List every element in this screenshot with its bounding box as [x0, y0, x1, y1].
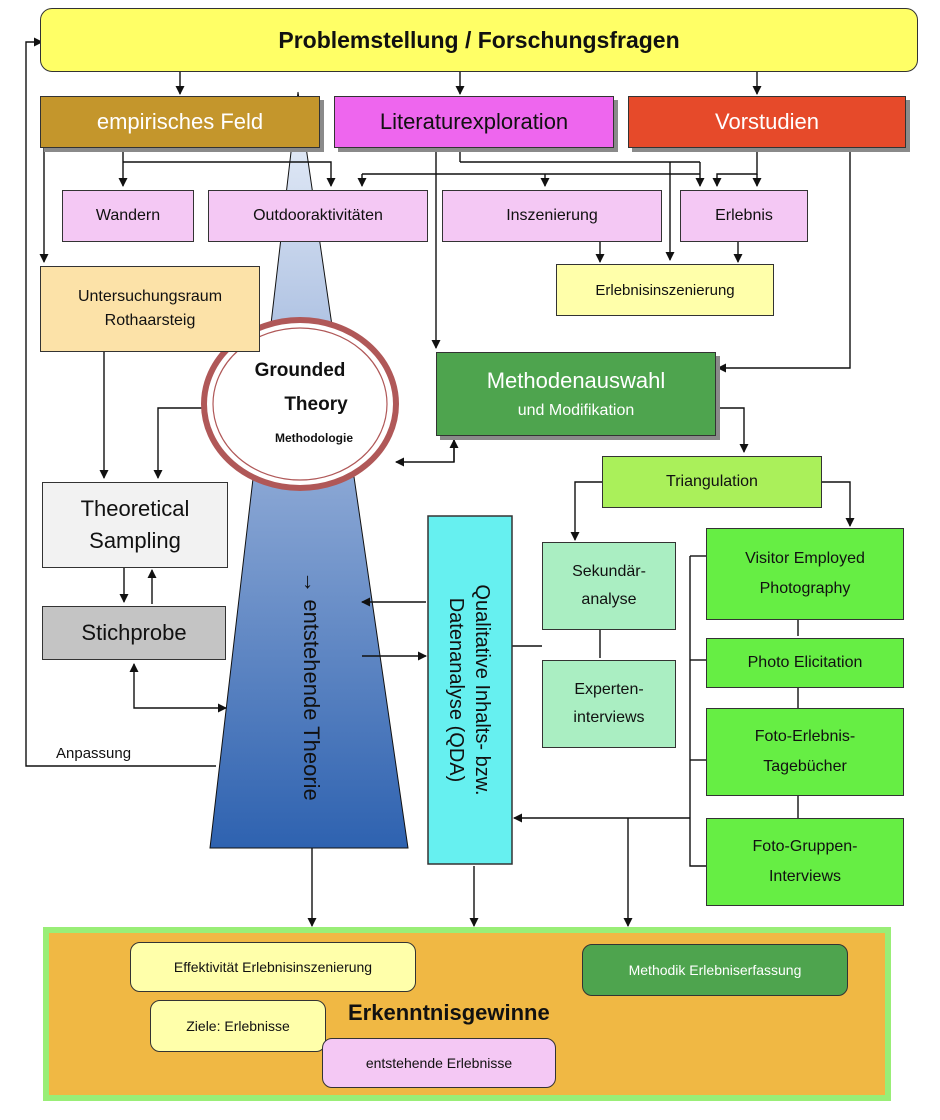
erlebnis-box: Erlebnis: [680, 190, 808, 242]
outdoor-box: Outdooraktivitäten: [208, 190, 428, 242]
methods-line1: Methodenauswahl: [486, 368, 666, 393]
secondary-box: Sekundär- analyse: [542, 542, 676, 630]
qda-label-line1: Qualitative Inhalts- bzw.: [471, 584, 493, 795]
groups-line2: Interviews: [768, 868, 842, 885]
sampling-line1: Theoretical: [80, 496, 190, 521]
experts-line1: Experten-: [574, 681, 644, 698]
anpassung-label: Anpassung: [56, 745, 131, 762]
qda-label-line2: Datenanalyse (QDA): [445, 598, 467, 783]
area-line1: Untersuchungsraum: [77, 288, 223, 305]
outdoor-text: Outdooraktivitäten: [253, 207, 383, 224]
qda-label-group: Qualitative Inhalts- bzw. Datenanalyse (…: [445, 584, 493, 795]
sampling-box: Theoretical Sampling: [42, 482, 228, 568]
diaries-line2: Tagebücher: [763, 758, 847, 775]
vep-line2: Photography: [759, 580, 851, 597]
groups-line1: Foto-Gruppen-: [752, 838, 858, 855]
prestudies-box: Vorstudien: [628, 96, 906, 148]
field-box: empirisches Feld: [40, 96, 320, 148]
connectors: [25, 37, 855, 927]
emerging-box: entstehende Erlebnisse: [322, 1038, 556, 1088]
area-line2: Rothaarsteig: [104, 312, 196, 329]
experts-box: Experten- interviews: [542, 660, 676, 748]
area-box: Untersuchungsraum Rothaarsteig: [40, 266, 260, 352]
stichprobe-box: Stichprobe: [42, 606, 226, 660]
effect-text: Effektivität Erlebnisinszenierung: [173, 959, 373, 975]
erlebnis-text: Erlebnis: [715, 207, 773, 224]
wandern-text: Wandern: [95, 207, 161, 224]
diaries-box: Foto-Erlebnis- Tagebücher: [706, 708, 904, 796]
photo-elicitation-box: Photo Elicitation: [706, 638, 904, 688]
methods-line2: und Modifikation: [517, 402, 635, 419]
erlebnisinszenierung-text: Erlebnisinszenierung: [595, 281, 735, 299]
emerging-text: entstehende Erlebnisse: [365, 1055, 513, 1071]
photo-elicitation-text: Photo Elicitation: [747, 654, 863, 671]
goals-text: Ziele: Erlebnisse: [186, 1018, 290, 1034]
theory-label-group: → entstehende Theorie: [299, 571, 324, 801]
theory-label: → entstehende Theorie: [299, 571, 324, 801]
inszenierung-box: Inszenierung: [442, 190, 662, 242]
title-box: Problemstellung / Forschungsfragen: [40, 8, 918, 72]
grounded-line2: Theory: [284, 394, 348, 415]
method-result-box: Methodik Erlebniserfassung: [582, 944, 848, 996]
title-text: Problemstellung / Forschungsfragen: [278, 26, 680, 53]
secondary-line1: Sekundär-: [572, 563, 646, 580]
effect-box: Effektivität Erlebnisinszenierung: [130, 942, 416, 992]
triangulation-text: Triangulation: [666, 473, 758, 490]
goals-box: Ziele: Erlebnisse: [150, 1000, 326, 1052]
secondary-line2: analyse: [581, 591, 637, 608]
methods-box: Methodenauswahl und Modifikation: [436, 352, 716, 436]
literature-box: Literaturexploration: [334, 96, 614, 148]
grounded-line3: Methodologie: [275, 431, 353, 445]
field-text: empirisches Feld: [96, 109, 264, 134]
vep-line1: Visitor Employed: [745, 550, 865, 567]
qda-box: [427, 515, 513, 865]
grounded-line1: Grounded: [255, 360, 346, 381]
wandern-box: Wandern: [62, 190, 194, 242]
sampling-line2: Sampling: [89, 528, 181, 553]
stichprobe-text: Stichprobe: [81, 620, 187, 645]
triangulation-box: Triangulation: [602, 456, 822, 508]
erlebnisinszenierung-box: Erlebnisinszenierung: [556, 264, 774, 316]
results-title: Erkenntnisgewinne: [348, 1000, 550, 1025]
inszenierung-text: Inszenierung: [506, 207, 598, 224]
prestudies-text: Vorstudien: [715, 109, 819, 134]
literature-text: Literaturexploration: [379, 109, 569, 134]
method-result-text: Methodik Erlebniserfassung: [628, 962, 802, 978]
experts-line2: interviews: [573, 709, 645, 726]
groups-box: Foto-Gruppen- Interviews: [706, 818, 904, 906]
grounded-theory-ellipse: [201, 317, 399, 491]
diaries-line1: Foto-Erlebnis-: [754, 728, 856, 745]
vep-box: Visitor Employed Photography: [706, 528, 904, 620]
